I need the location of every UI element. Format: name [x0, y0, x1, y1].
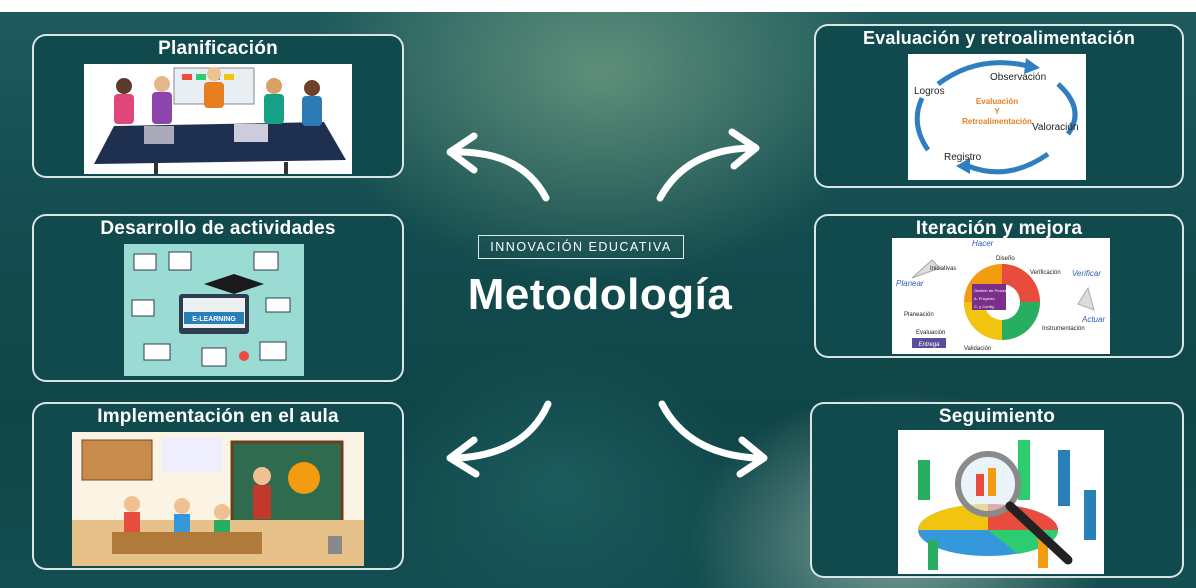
label-verificacion: Verificación	[1030, 270, 1061, 276]
label-entrega: Entrega	[918, 342, 940, 348]
label-a-proyecto: A. Proyecto	[974, 296, 995, 301]
label-validacion: Validación	[964, 346, 991, 352]
top-sliver	[0, 0, 1196, 12]
label-diseno: Diseño	[996, 256, 1015, 262]
label-iniciativas: Iniciativas	[930, 266, 956, 272]
evaluation-cycle-illustration: Observación Logros Evaluación Y Retroali…	[908, 54, 1086, 180]
card-title-implementacion: Implementación en el aula	[97, 406, 339, 427]
card-planificacion: Planificación	[32, 34, 404, 178]
label-planear: Planear	[896, 279, 924, 288]
elearning-label: E-LEARNING	[192, 316, 236, 323]
label-retroalimentacion: Retroalimentación	[962, 117, 1032, 126]
diagram-canvas: Planificación Desarrollo de actividades	[0, 12, 1196, 588]
center-tag: INNOVACIÓN EDUCATIVA	[478, 235, 684, 259]
card-iteracion: Iteración y mejora Hacer Diseño Iniciati…	[814, 214, 1184, 358]
label-c-config: C. y Config.	[974, 304, 995, 309]
elearning-illustration: E-LEARNING	[124, 244, 304, 376]
label-observacion: Observación	[990, 72, 1046, 83]
label-evaluacion: Evaluación	[976, 97, 1018, 106]
label-logros: Logros	[914, 86, 945, 97]
label-verificar: Verificar	[1072, 269, 1101, 278]
label-valoracion: Valoración	[1032, 122, 1079, 133]
label-instrumentacion: Instrumentación	[1042, 326, 1085, 332]
card-title-iteracion: Iteración y mejora	[915, 218, 1083, 239]
card-title-desarrollo: Desarrollo de actividades	[100, 218, 336, 239]
label-hacer: Hacer	[972, 239, 994, 248]
analytics-illustration	[898, 430, 1104, 574]
arrow-to-implementacion	[446, 400, 552, 478]
arrow-to-evaluacion	[656, 128, 760, 202]
label-y: Y	[994, 107, 1000, 116]
card-desarrollo: Desarrollo de actividades E-LEARNING	[32, 214, 404, 382]
arrow-to-planificacion	[446, 132, 550, 202]
card-title-evaluacion: Evaluación y retroalimentación	[862, 28, 1136, 48]
card-title-seguimiento: Seguimiento	[938, 406, 1056, 427]
classroom-illustration	[72, 432, 364, 566]
card-seguimiento: Seguimiento	[810, 402, 1184, 578]
label-gestion-procesos: Gestión de Procesos	[974, 288, 1011, 293]
card-implementacion: Implementación en el aula	[32, 402, 404, 570]
label-evaluacion-iter: Evaluación	[916, 330, 945, 336]
meeting-illustration	[84, 64, 352, 174]
label-actuar: Actuar	[1081, 315, 1105, 324]
iteration-cycle-illustration: Hacer Diseño Iniciativas Verificación Ve…	[892, 238, 1110, 354]
card-evaluacion: Evaluación y retroalimentación Observaci…	[814, 24, 1184, 188]
label-planeacion: Planeación	[904, 312, 934, 318]
center-title: Metodología	[467, 270, 733, 319]
arrow-to-seguimiento	[658, 400, 768, 478]
card-title-planificacion: Planificación	[158, 38, 278, 59]
label-registro: Registro	[944, 152, 982, 163]
